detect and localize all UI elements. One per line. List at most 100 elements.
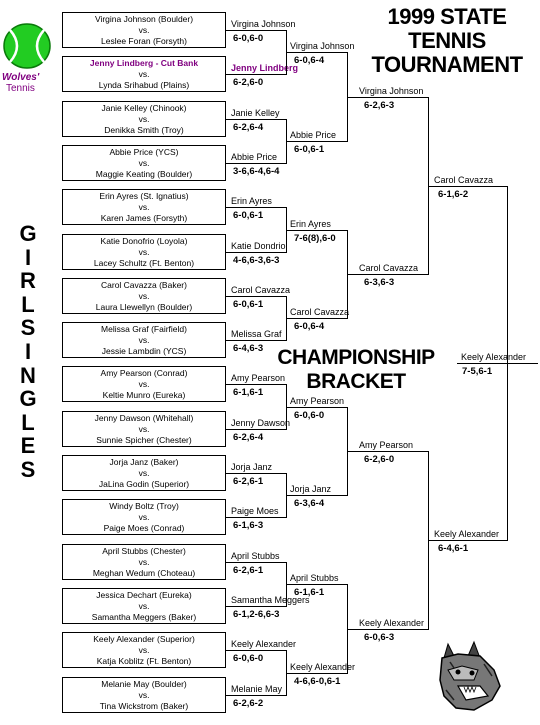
match-box: Virgina Johnson (Boulder)vs.Leslee Foran… [62,12,226,48]
champion-score: 7-5,6-1 [462,366,493,377]
player-name: Katja Koblitz (Ft. Benton) [96,656,192,667]
match-vs: vs. [138,689,150,700]
match-vs: vs. [138,290,150,301]
round3-score: 6-2,6-0 [364,454,395,465]
round2-score: 6-3,6-4 [294,498,325,509]
player-name: Maggie Keating (Boulder) [95,168,193,179]
player-name: Erin Ayres (St. Ignatius) [99,191,189,202]
round1-winner: Janie Kelley [231,108,280,118]
match-vs: vs. [138,645,150,656]
player-name: Jessica Dechart (Eureka) [96,589,192,600]
bracket-line [286,141,348,142]
round2-winner: Keely Alexander [290,662,356,672]
round3-score: 6-3,6-3 [364,277,395,288]
subtitle-line-2: BRACKET [306,370,406,393]
round1-score: 6-2,6-0 [233,77,264,88]
round2-score: 6-1,6-1 [294,587,325,598]
player-name: April Stubbs (Chester) [102,545,186,556]
round1-score: 6-0,6-0 [233,33,264,44]
player-name: Melissa Graf (Fairfield) [101,324,187,335]
round1-score: 6-0,6-1 [233,299,264,310]
match-vs: vs. [138,69,150,80]
round2-winner: Jorja Janz [290,484,332,494]
player-name: Sunnie Spicher (Chester) [96,434,192,445]
match-vs: vs. [138,25,150,35]
side-label-letter: G [19,221,37,246]
player-name: Carol Cavazza (Baker) [101,279,187,290]
bracket-line [226,473,287,474]
bracket-line [226,30,287,31]
match-box: Abbie Price (YCS)vs.Maggie Keating (Boul… [62,144,226,181]
round1-score: 6-0,6-1 [233,210,264,221]
player-name: Jessie Lambdin (YCS) [101,346,187,357]
round2-score: 6-0,6-0 [294,410,325,421]
side-label-letter: S [20,456,36,482]
player-name: Lynda Srihabud (Plains) [98,80,190,91]
round1-winner: April Stubbs [231,551,280,561]
match-vs: vs. [138,468,150,478]
match-vs: vs. [138,335,150,346]
match-vs: vs. [138,512,150,523]
match-box: Erin Ayres (St. Ignatius)vs.Karen James … [62,189,226,226]
bracket-line [286,230,348,231]
match-box: Jorja Janz (Baker)vs.JaLina Godin (Super… [62,455,226,491]
player-name: Keltie Munro (Eureka) [102,390,186,401]
player-name: Denikka Smith (Troy) [104,124,184,135]
player-name: Jorja Janz (Baker) [109,457,179,467]
logo-text-wolves: Wolves' [2,72,40,83]
match-box: Katie Donofrio (Loyola)vs.Lacey Schultz … [62,233,226,270]
bracket-line [347,97,429,98]
player-name: Amy Pearson (Conrad) [100,368,188,379]
bracket-line [226,296,287,297]
round1-winner: Jorja Janz [231,462,273,472]
bracket-line [428,186,508,187]
round1-score: 6-2,6-4 [233,122,264,133]
match-vs: vs. [138,202,150,213]
bracket-line [226,517,287,518]
round1-score: 6-0,6-0 [233,653,264,664]
match-vs: vs. [138,556,150,567]
player-name: Lacey Schultz (Ft. Benton) [93,257,195,268]
player-name: Tina Wickstrom (Baker) [99,700,189,711]
bracket-line [226,562,287,563]
round4-winner: Carol Cavazza [434,175,494,185]
round1-winner: Katie Dondrio [231,241,286,251]
round2-winner: April Stubbs [290,573,339,583]
match-vs: vs. [138,246,150,257]
match-box: Amy Pearson (Conrad)vs.Keltie Munro (Eur… [62,366,226,403]
side-label-letter: N [20,362,36,388]
round1-winner: Carol Cavazza [231,285,291,295]
bracket-line [347,451,429,452]
round1-score: 6-2,6-1 [233,565,264,576]
side-label-letter: S [20,315,36,341]
round4-score: 6-1,6-2 [438,189,469,200]
round1-winner: Virgina Johnson [231,19,296,29]
round2-score: 6-0,6-1 [294,144,325,155]
match-box: Melanie May (Boulder)vs.Tina Wickstrom (… [62,676,226,713]
bracket-line [226,650,287,651]
round1-winner: Paige Moes [231,506,279,516]
match-vs: vs. [138,379,150,390]
round3-winner: Carol Cavazza [359,263,419,273]
side-label-letter: I [24,244,32,270]
round1-score: 3-6,6-4,6-4 [233,166,280,177]
bracket-line [226,606,287,607]
side-label-letter: G [19,386,37,412]
player-name: Keely Alexander (Superior) [93,634,195,645]
player-name: Katie Donofrio (Loyola) [100,235,188,246]
bracket-line [286,407,348,408]
round2-winner: Amy Pearson [290,396,345,406]
subtitle-line-1: CHAMPIONSHIP [277,346,435,369]
player-name: Karen James (Forsyth) [100,213,188,224]
round2-score: 6-0,6-4 [294,321,325,332]
bracket-line [226,74,287,75]
round1-winner: Melissa Graf [231,329,282,339]
match-vs: vs. [138,423,150,434]
match-box: Keely Alexander (Superior)vs.Katja Kobli… [62,632,226,669]
bracket-line [226,207,287,208]
bracket-line [226,119,287,120]
player-name: Jenny Dawson (Whitehall) [94,412,194,423]
side-label-letter: L [21,291,35,317]
